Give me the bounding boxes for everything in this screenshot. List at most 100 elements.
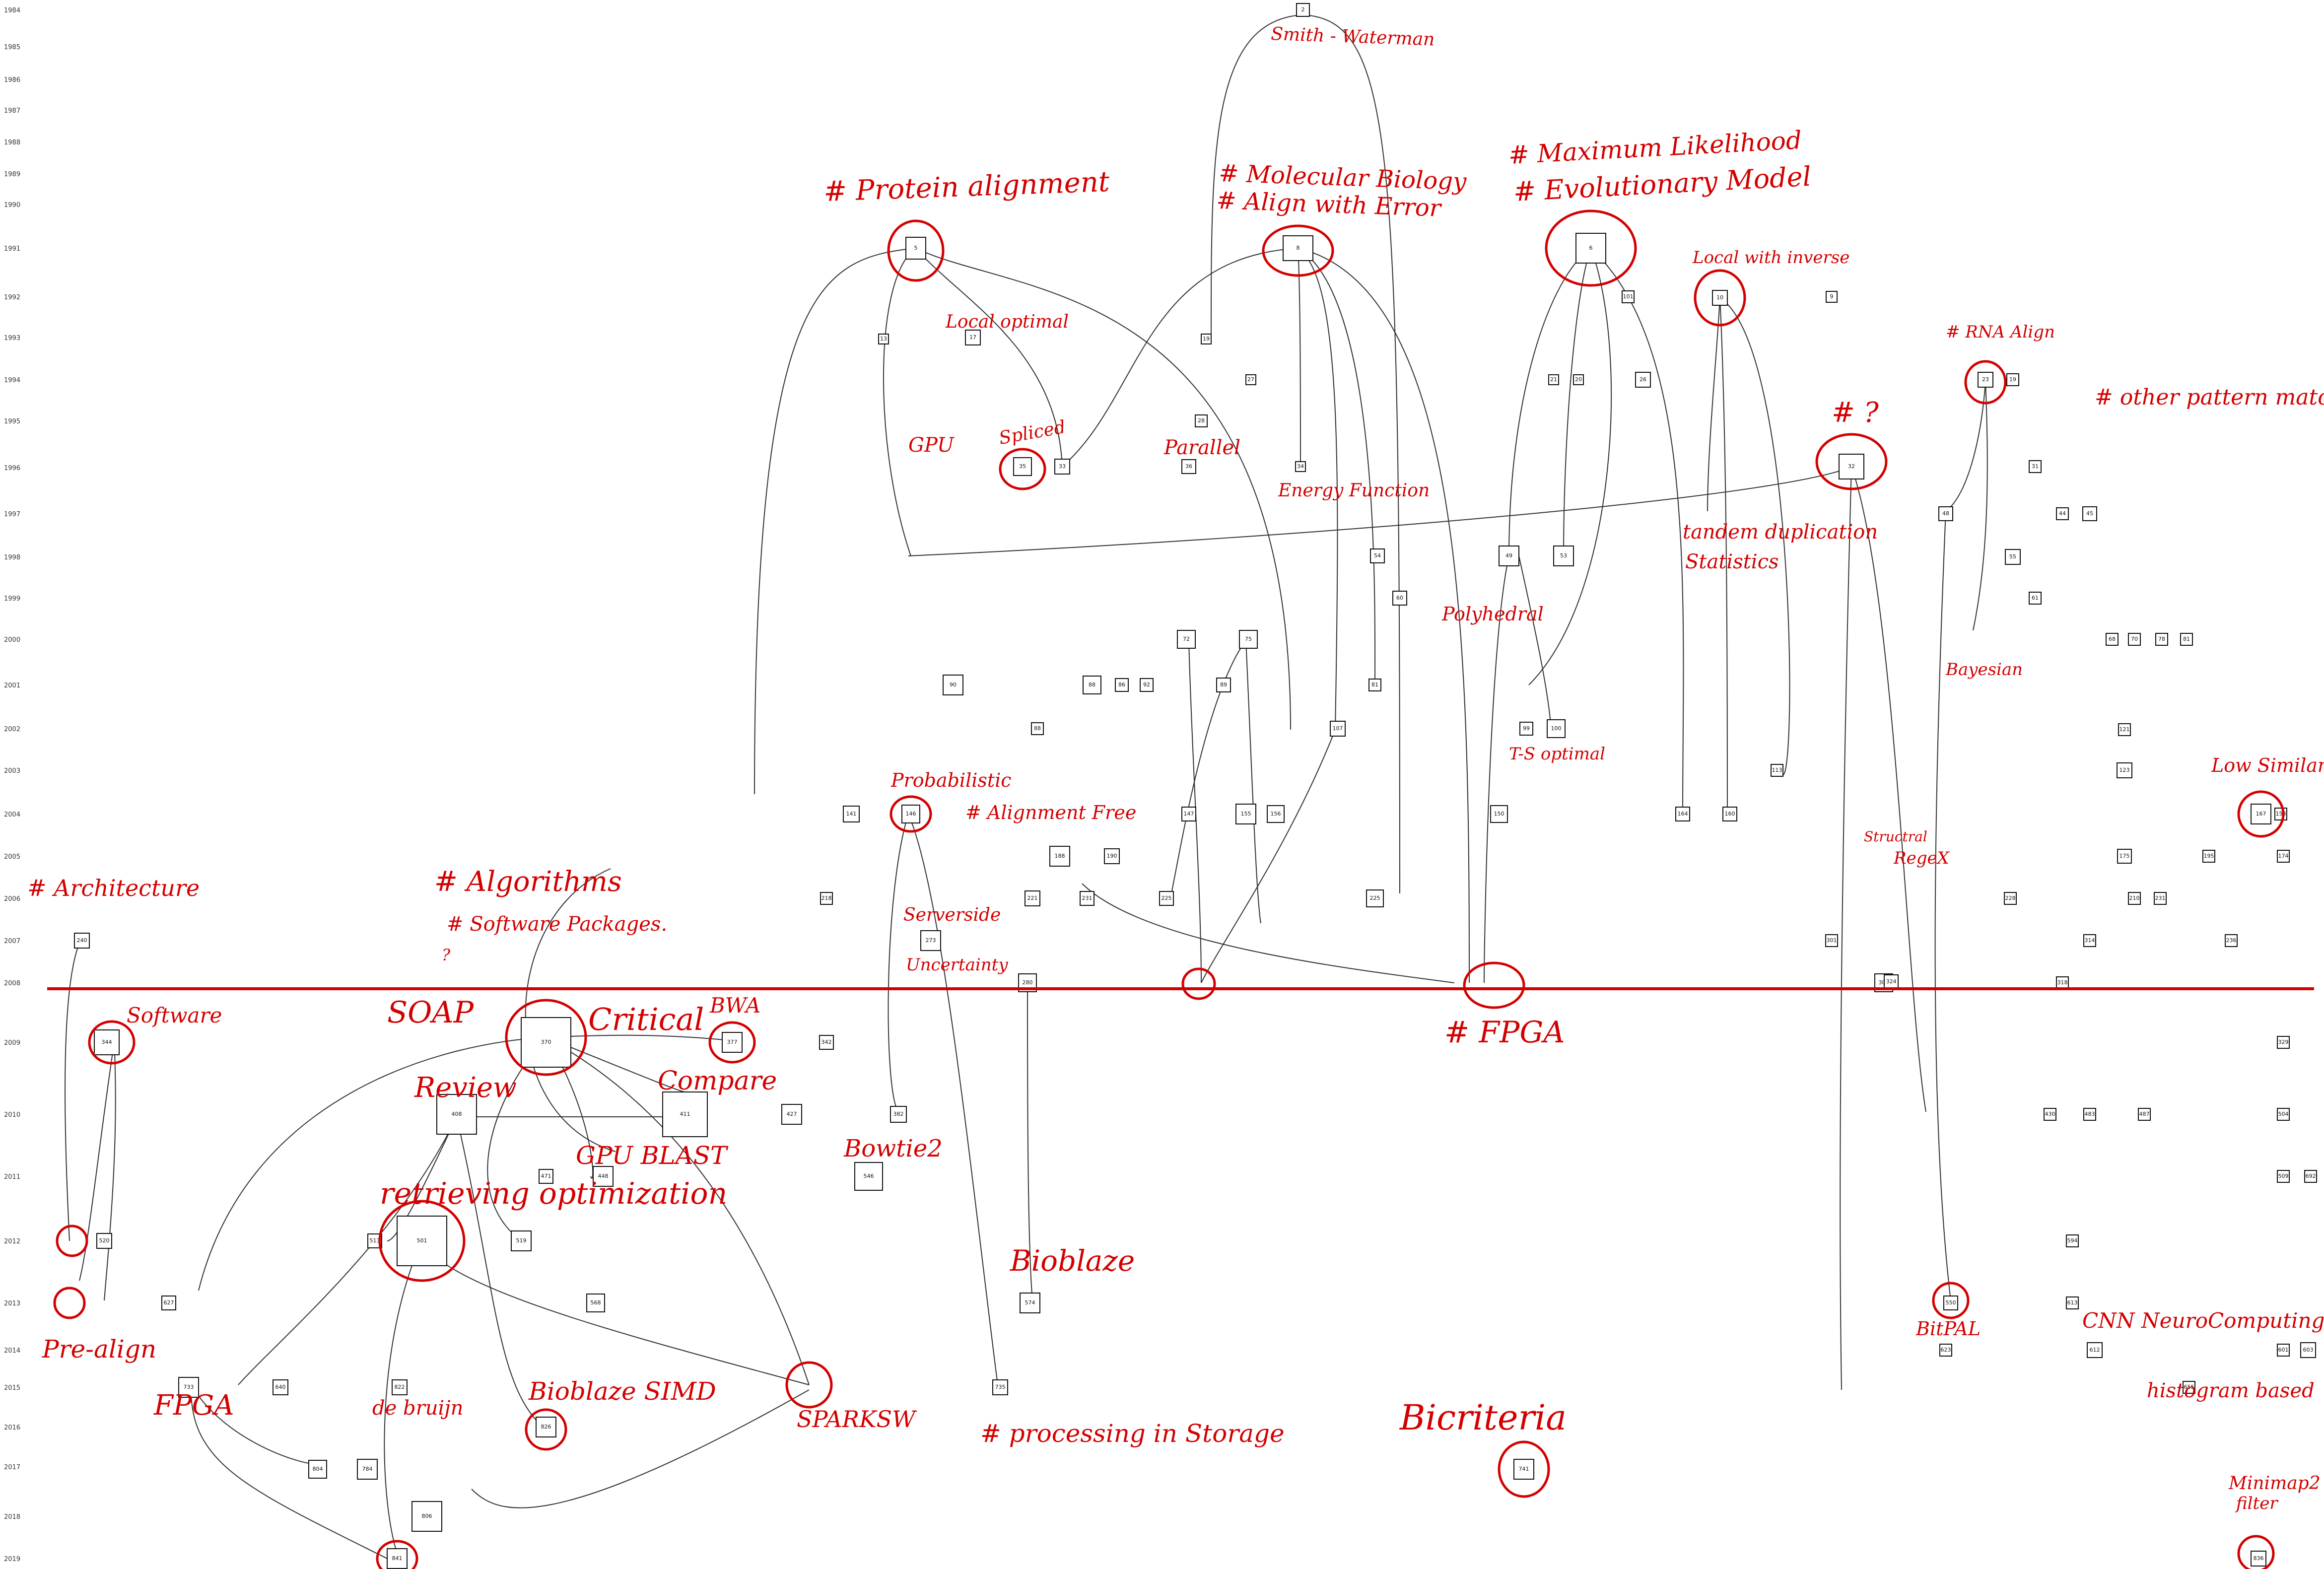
paper-node-box [586, 1294, 605, 1312]
paper-node-label: 60 [1396, 595, 1403, 601]
year-label: 2013 [4, 1300, 20, 1307]
paper-node: 160 [1722, 807, 1737, 821]
paper-node-box [1031, 722, 1044, 735]
paper-node: 155 [1235, 804, 1256, 824]
paper-node-label: 240 [77, 937, 87, 944]
paper-node: 822 [392, 1379, 408, 1395]
paper-node-label: 121 [2119, 726, 2130, 733]
paper-node-box [2066, 1234, 2079, 1247]
paper-node-label: 733 [184, 1384, 194, 1390]
paper-node: 594 [2066, 1234, 2079, 1247]
paper-node: 692 [2304, 1170, 2317, 1183]
paper-node: 411 [662, 1091, 708, 1137]
paper-node-label: 603 [2303, 1347, 2314, 1353]
paper-node-label: 8 [1297, 245, 1300, 251]
paper-node: 519 [511, 1230, 532, 1251]
paper-node: 6 [1575, 233, 1606, 264]
paper-node-box [2154, 892, 2167, 905]
paper-node-box [1195, 414, 1208, 427]
paper-node: 826 [536, 1417, 556, 1437]
paper-node: 612 [2087, 1342, 2103, 1358]
paper-node-box [2066, 1296, 2079, 1309]
paper-node-box [521, 1017, 571, 1068]
paper-node: 99 [1519, 722, 1533, 736]
handwritten-annotation: Bowtie2 [843, 1135, 943, 1162]
paper-node: 113 [1771, 764, 1783, 777]
paper-node-box [397, 1216, 447, 1266]
year-label: 1998 [4, 554, 20, 561]
paper-node-label: 167 [2256, 811, 2266, 817]
paper-node-box [890, 1106, 907, 1123]
paper-node-box [662, 1091, 708, 1137]
year-label: 2001 [4, 682, 20, 689]
paper-node: 86 [1115, 678, 1129, 692]
paper-node-label: 88 [1034, 725, 1041, 732]
paper-node-label: 344 [102, 1039, 112, 1045]
paper-node-label: 78 [2158, 636, 2165, 642]
paper-node: 17 [965, 330, 981, 345]
year-label: 1989 [4, 171, 20, 178]
paper-node-label: 54 [1374, 552, 1381, 559]
paper-node-box [1181, 459, 1196, 474]
paper-node-label: 86 [1118, 682, 1125, 688]
paper-node-label: 92 [1143, 682, 1150, 688]
paper-node-label: 225 [1370, 895, 1380, 901]
paper-node-box [539, 1169, 553, 1184]
handwritten-annotation: Local with inverse [1692, 248, 1849, 268]
paper-node: 88 [1031, 722, 1044, 735]
handwritten-annotation: # FPGA [1444, 1015, 1565, 1050]
paper-node: 546 [854, 1162, 883, 1191]
paper-node-box [2304, 1170, 2317, 1183]
paper-node: 487 [2138, 1108, 2151, 1121]
paper-node: 146 [901, 805, 920, 823]
paper-node-box [1020, 1293, 1040, 1313]
paper-node: 735 [992, 1379, 1008, 1395]
paper-node-box [1548, 374, 1559, 385]
paper-node-label: 784 [362, 1466, 373, 1472]
paper-node-label: 9 [1830, 293, 1834, 300]
paper-node-box [536, 1417, 556, 1437]
paper-node: 225 [1159, 891, 1174, 906]
paper-node-label: 741 [1519, 1466, 1529, 1472]
paper-node-box [1330, 721, 1346, 737]
paper-node-label: 520 [99, 1237, 110, 1244]
handwritten-annotation: # Algorithms [434, 866, 622, 898]
paper-node: 5 [905, 237, 926, 260]
handwritten-annotation: GPU [908, 434, 955, 457]
handwritten-annotation: de bruijn [372, 1397, 463, 1420]
paper-node-label: 370 [541, 1039, 551, 1045]
handwritten-annotation: Software [127, 1003, 222, 1027]
paper-node-label: 623 [1941, 1347, 1951, 1353]
paper-node-box [2128, 892, 2141, 905]
paper-node: 301 [1825, 934, 1838, 947]
paper-node: 324 [1884, 974, 1899, 989]
paper-node: 36 [1181, 459, 1196, 474]
paper-node-label: 218 [821, 895, 832, 901]
paper-node-label: 301 [1827, 937, 1837, 944]
paper-node-box [1013, 457, 1032, 476]
handwritten-annotation: Bicriteria [1399, 1397, 1567, 1438]
paper-node: 35 [1013, 457, 1032, 476]
paper-node-label: 19 [1203, 336, 1210, 342]
paper-node-label: 836 [2254, 1555, 2264, 1562]
paper-node-label: 513 [370, 1237, 380, 1244]
paper-node-label: 377 [727, 1039, 738, 1045]
year-label: 2010 [4, 1111, 20, 1119]
handwritten-annotation: SPARKSW [797, 1406, 917, 1433]
handwritten-annotation: # Evolutionary Model [1512, 161, 1812, 207]
paper-node: 174 [2277, 850, 2290, 863]
paper-node: 483 [2083, 1108, 2096, 1121]
paper-node-label: 430 [2045, 1111, 2055, 1117]
handwritten-annotation: Review [414, 1072, 517, 1104]
paper-node: 23 [1978, 372, 1993, 388]
paper-node-label: 568 [591, 1299, 601, 1306]
paper-node: 741 [1513, 1459, 1534, 1480]
year-label: 2008 [4, 980, 20, 987]
paper-node-label: 33 [1059, 463, 1066, 470]
paper-node-box [1368, 679, 1381, 691]
paper-node: 100 [1547, 719, 1566, 738]
paper-node: 55 [2005, 549, 2021, 565]
paper-node-box [1622, 290, 1635, 303]
year-label: 2017 [4, 1464, 20, 1471]
paper-node: 733 [178, 1377, 199, 1398]
